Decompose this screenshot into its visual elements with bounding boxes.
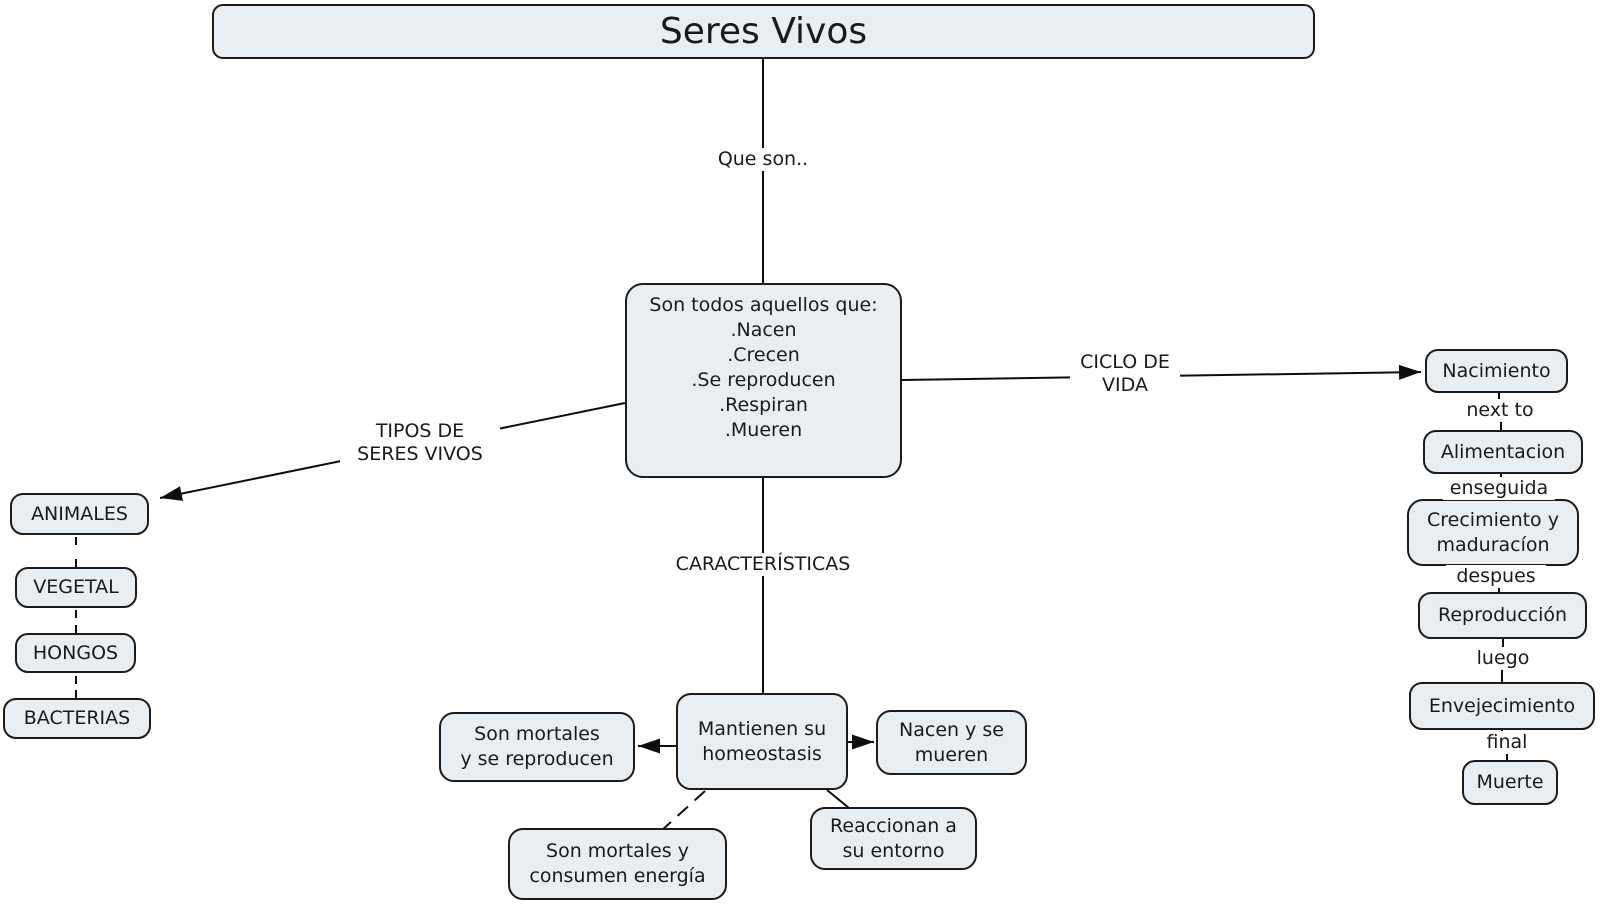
node-vegetal[interactable]: VEGETAL: [15, 567, 137, 608]
link-label-final[interactable]: final: [1477, 731, 1537, 754]
link-label-caracteristicas[interactable]: CARACTERÍSTICAS: [658, 553, 868, 576]
edge-homeostasis-to-reaccionan: [826, 789, 850, 809]
node-mortales-consumen-energia[interactable]: Son mortales y consumen energía: [508, 828, 727, 900]
link-label-ciclo-de-vida[interactable]: CICLO DE VIDA: [1070, 351, 1180, 397]
node-envejecimiento[interactable]: Envejecimiento: [1409, 682, 1595, 730]
edge-homeostasis-to-mortales-energia: [660, 790, 706, 832]
link-label-enseguida[interactable]: enseguida: [1443, 477, 1555, 500]
node-seres-vivos-title[interactable]: Seres Vivos: [212, 4, 1315, 59]
node-nacimiento[interactable]: Nacimiento: [1425, 349, 1568, 393]
node-reaccionan-entorno[interactable]: Reaccionan a su entorno: [810, 807, 977, 870]
node-animales[interactable]: ANIMALES: [10, 493, 149, 535]
node-alimentacion[interactable]: Alimentacion: [1423, 430, 1583, 474]
node-mortales-se-reproducen[interactable]: Son mortales y se reproducen: [439, 712, 635, 782]
node-crecimiento-maduracion[interactable]: Crecimiento y maduracíon: [1407, 499, 1579, 566]
link-label-next-to[interactable]: next to: [1455, 399, 1545, 422]
node-muerte[interactable]: Muerte: [1462, 760, 1558, 805]
node-reproduccion[interactable]: Reproducción: [1418, 592, 1587, 639]
link-label-que-son[interactable]: Que son..: [703, 148, 823, 171]
node-nacen-y-mueren[interactable]: Nacen y se mueren: [876, 710, 1027, 775]
node-hongos[interactable]: HONGOS: [15, 633, 136, 673]
link-label-despues[interactable]: despues: [1446, 565, 1546, 588]
node-definition[interactable]: Son todos aquellos que: .Nacen .Crecen .…: [625, 283, 902, 478]
link-label-luego[interactable]: luego: [1463, 647, 1543, 670]
link-label-tipos-de-seres-vivos[interactable]: TIPOS DE SERES VIVOS: [340, 420, 500, 466]
node-homeostasis[interactable]: Mantienen su homeostasis: [676, 693, 848, 790]
node-bacterias[interactable]: BACTERIAS: [3, 698, 151, 739]
